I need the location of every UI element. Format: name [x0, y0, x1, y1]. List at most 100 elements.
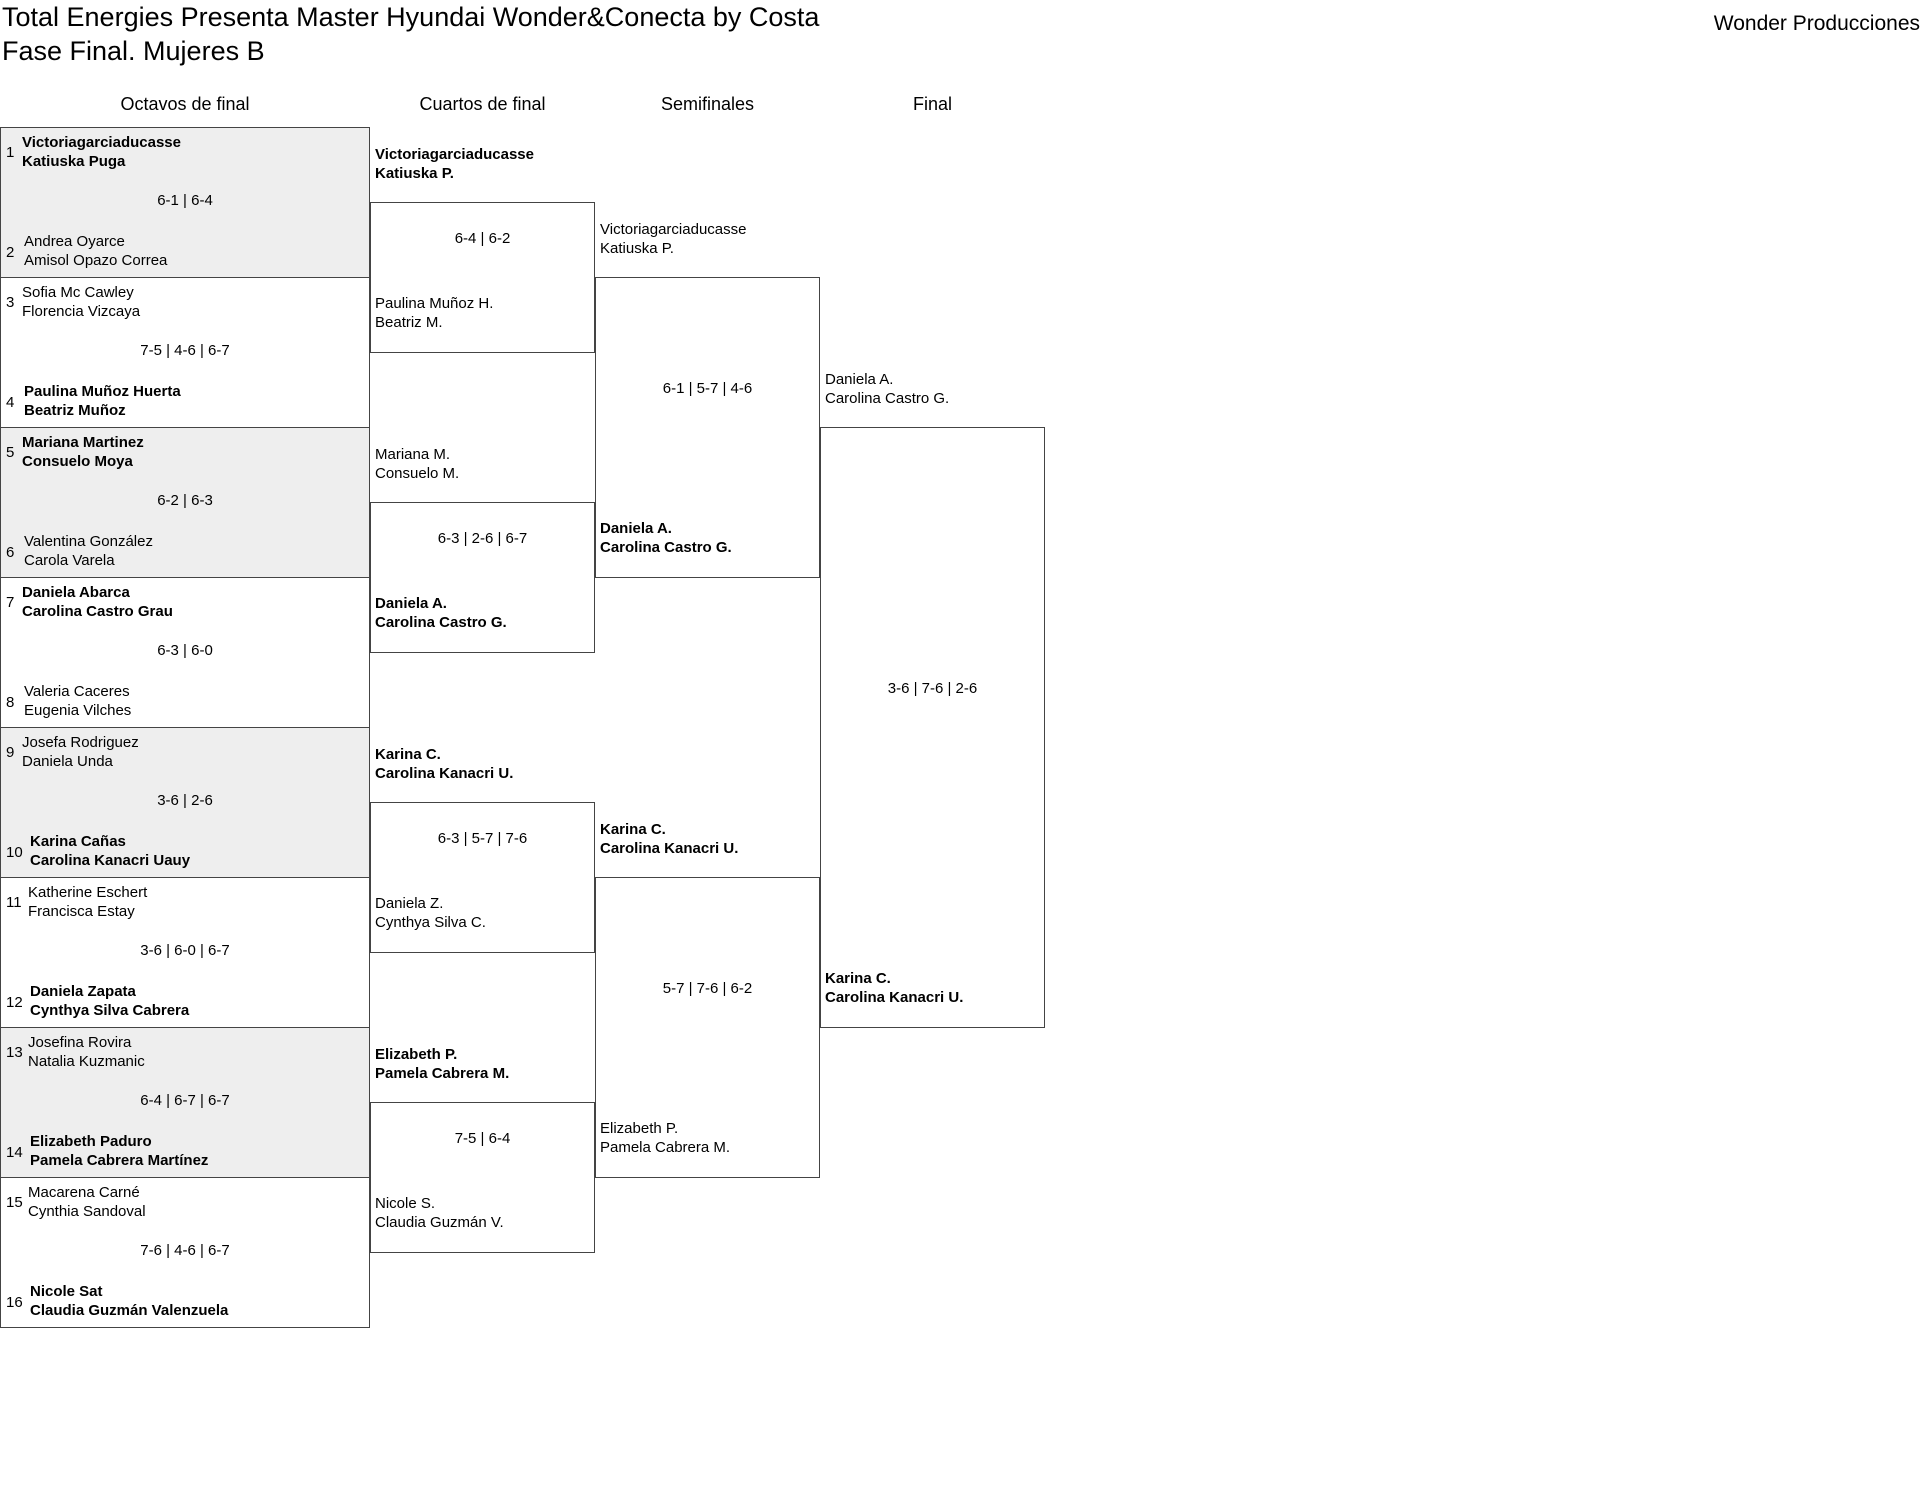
player-name: Cynthya Silva Cabrera — [30, 1002, 190, 1019]
player-name: Beatriz Muñoz — [24, 402, 126, 419]
seed-number: 2 — [6, 244, 15, 261]
team-entry: Paulina Muñoz H. Beatriz M. — [375, 294, 493, 332]
team-entry: Daniela A. Carolina Castro G. — [375, 594, 507, 632]
player-name: Pamela Cabrera M. — [375, 1065, 510, 1082]
player-name: Karina Cañas — [30, 833, 126, 850]
player-name: Carolina Kanacri U. — [600, 840, 739, 857]
seed-number: 5 — [6, 444, 15, 461]
player-name: Macarena Carné — [28, 1184, 140, 1201]
organizer-name: Wonder Producciones — [1713, 12, 1920, 35]
title-line-2: Fase Final. Mujeres B — [2, 36, 265, 66]
player-name: Francisca Estay — [28, 903, 135, 920]
player-name: Daniela A. — [825, 371, 894, 388]
player-name: Daniela Z. — [375, 895, 444, 912]
seed-number: 7 — [6, 594, 15, 611]
seed-number: 14 — [6, 1144, 23, 1161]
player-name: Karina C. — [375, 746, 441, 763]
player-name: Amisol Opazo Correa — [24, 252, 168, 269]
player-name: Daniela A. — [375, 595, 447, 612]
player-name: Carolina Kanacri U. — [825, 989, 964, 1006]
round-header-semifinales: Semifinales — [660, 94, 755, 114]
player-name: Mariana M. — [375, 446, 451, 463]
match-score: 3-6 | 6-0 | 6-7 — [140, 942, 230, 959]
team-entry: Daniela A.Carolina Castro G. — [600, 519, 732, 557]
player-name: Karina C. — [825, 970, 891, 987]
seed-number: 12 — [6, 994, 23, 1011]
match-score: 7-5 | 4-6 | 6-7 — [140, 342, 230, 359]
team-entry: Mariana M. Consuelo M. — [375, 445, 459, 483]
player-name: Katiuska P. — [600, 240, 674, 257]
seed-number: 13 — [6, 1044, 23, 1061]
player-name: Nicole Sat — [30, 1283, 103, 1300]
match-score: 6-2 | 6-3 — [157, 492, 213, 509]
match-semifinal — [595, 277, 820, 578]
player-name: Valentina González — [24, 533, 153, 550]
player-name: Eugenia Vilches — [24, 702, 132, 719]
seed-number: 8 — [6, 694, 15, 711]
player-name: Daniela Unda — [22, 753, 113, 770]
player-name: Andrea Oyarce — [24, 233, 125, 250]
team-entry: Elizabeth P.Pamela Cabrera M. — [600, 1119, 730, 1157]
team-entry: Elizabeth P. Pamela Cabrera M. — [375, 1045, 509, 1083]
match-score: 6-3 | 2-6 | 6-7 — [437, 530, 528, 547]
player-name: Carolina Kanacri Uauy — [30, 852, 191, 869]
team-entry: Karina C. Carolina Kanacri U. — [600, 820, 738, 858]
player-name: Claudia Guzmán Valenzuela — [30, 1302, 229, 1319]
player-name: Carolina Castro G. — [825, 390, 950, 407]
player-name: Victoriagarciaducasse — [375, 146, 534, 163]
player-name: Elizabeth Paduro — [30, 1133, 152, 1150]
player-name: Karina C. — [600, 821, 666, 838]
player-name: Mariana Martinez — [22, 434, 144, 451]
player-name: Carolina Kanacri U. — [375, 765, 514, 782]
player-name: Cynthya Silva C. — [375, 914, 486, 931]
match-score: 6-1 | 6-4 — [157, 192, 213, 209]
player-name: Pamela Cabrera Martínez — [30, 1152, 209, 1169]
match-score: 6-3 | 5-7 | 7-6 — [437, 830, 528, 847]
match-cuartos — [370, 802, 595, 953]
player-name: Natalia Kuzmanic — [28, 1053, 145, 1070]
match-cuartos — [370, 202, 595, 353]
team-entry: Daniela A. Carolina Castro G. — [825, 370, 949, 408]
player-name: Beatriz M. — [375, 314, 443, 331]
seed-number: 9 — [6, 744, 15, 761]
player-name: Elizabeth P. — [375, 1046, 458, 1063]
match-score: 5-7 | 7-6 | 6-2 — [662, 980, 753, 997]
player-name: Katiuska P. — [375, 165, 454, 182]
match-cuartos — [370, 1102, 595, 1253]
player-name: Carolina Castro G. — [375, 614, 507, 631]
player-name: Paulina Muñoz Huerta — [24, 383, 181, 400]
round-header-octavos: Octavos de final — [120, 94, 250, 114]
round-header-final: Final — [912, 94, 952, 114]
player-name: Claudia Guzmán V. — [375, 1214, 504, 1231]
seed-number: 3 — [6, 294, 15, 311]
player-name: Consuelo M. — [375, 465, 460, 482]
player-name: Josefina Rovira — [28, 1034, 132, 1051]
player-name: Cynthia Sandoval — [28, 1203, 146, 1220]
team-entry: Karina C. Carolina Kanacri U. — [825, 969, 963, 1007]
tournament-title: Total Energies Presenta Master Hyundai W… — [2, 0, 819, 68]
match-octavos — [0, 1027, 370, 1178]
player-name: Daniela Abarca — [22, 584, 130, 601]
match-score: 6-4 | 6-7 | 6-7 — [140, 1092, 230, 1109]
match-score: 7-5 | 6-4 — [454, 1130, 511, 1147]
player-name: Victoriagarciaducasse — [22, 134, 181, 151]
player-name: Katherine Eschert — [28, 884, 148, 901]
team-entry: Nicole S. Claudia Guzmán V. — [375, 1194, 504, 1232]
player-name: Paulina Muñoz H. — [375, 295, 494, 312]
player-name: Sofia Mc Cawley — [22, 284, 134, 301]
team-entry: Karina C. Carolina Kanacri U. — [375, 745, 513, 783]
player-name: Josefa Rodriguez — [22, 734, 139, 751]
player-name: Nicole S. — [375, 1195, 436, 1212]
